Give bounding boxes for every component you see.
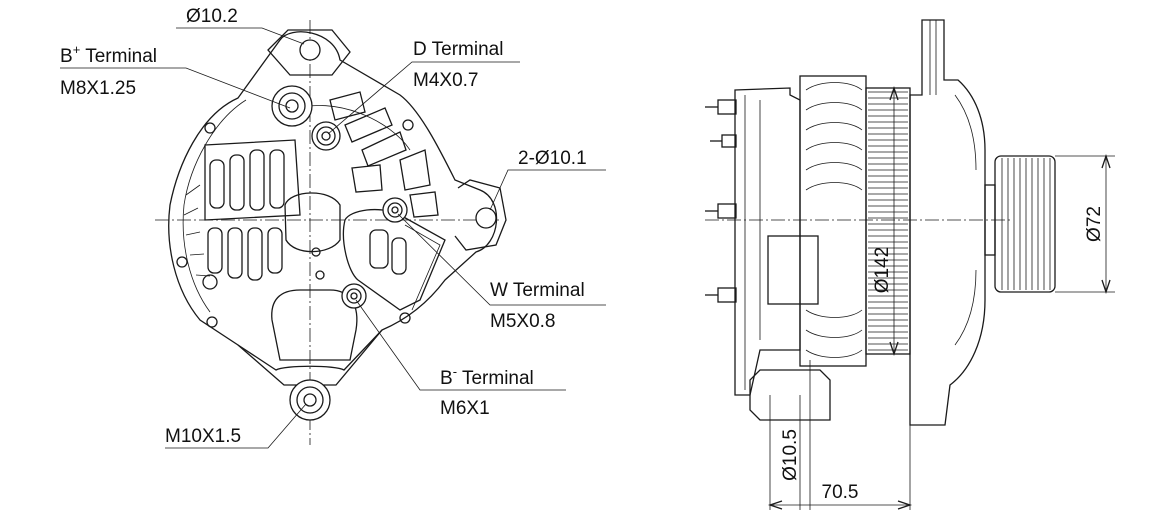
bottom-boss-ring — [296, 386, 324, 414]
top-lug-lines — [929, 20, 937, 95]
side-holes-label: 2-Ø10.1 — [518, 148, 587, 169]
bottom-pocket — [271, 289, 358, 361]
bottom-mount-label: M10X1.5 — [165, 426, 241, 447]
pulley-diameter-label: Ø72 — [1084, 206, 1105, 242]
pulley-outline — [994, 155, 1056, 293]
d-terminal-label: D Terminal — [413, 39, 503, 60]
bottom-boss — [289, 379, 331, 421]
d-terminal — [311, 121, 341, 151]
rectifier-fins — [183, 139, 301, 281]
w-terminal — [382, 197, 408, 223]
top-hole-label: Ø10.2 — [186, 6, 238, 27]
front-housing — [909, 19, 986, 426]
b-minus-thread: M6X1 — [440, 398, 490, 419]
side-mount-boss — [749, 369, 831, 421]
b-plus-thread: M8X1.25 — [60, 78, 136, 99]
w-terminal-thread: M5X0.8 — [490, 311, 555, 332]
d-terminal-thread: M4X0.7 — [413, 70, 478, 91]
top-ear — [267, 29, 351, 76]
bearing-boss — [284, 192, 341, 253]
housing-outline — [168, 31, 498, 386]
case-bolts — [176, 119, 414, 328]
b-minus-terminal — [341, 283, 367, 309]
b-plus-label: B+ Terminal — [60, 42, 157, 67]
side-view: Ø72 Ø142 Ø10.5 70.5 — [705, 19, 1115, 510]
w-terminal-label: W Terminal — [490, 280, 585, 301]
rear-housing-lines — [744, 95, 761, 390]
front-view: Ø10.2 B+ Terminal M8X1.25 D Terminal M4X… — [60, 6, 606, 449]
right-ear — [454, 179, 507, 251]
dimensions — [767, 85, 1115, 510]
side-regulator — [767, 235, 819, 305]
pulley — [994, 155, 1056, 293]
front-housing-ribs — [954, 94, 977, 346]
housing-inner-rim — [182, 99, 247, 313]
mount-offset-label: 70.5 — [822, 482, 859, 503]
top-vents — [329, 91, 439, 218]
stator-diameter-label: Ø142 — [872, 247, 893, 293]
stator-back — [799, 75, 867, 367]
stator-hatch — [868, 91, 908, 351]
b-plus-terminal — [271, 85, 313, 127]
bottom-bolt — [303, 393, 317, 407]
center-stud-2 — [315, 270, 325, 280]
regulator — [342, 164, 446, 311]
b-minus-label: B- Terminal — [440, 364, 534, 389]
bushing-diameter-label: Ø10.5 — [780, 429, 801, 481]
stator-fins — [805, 82, 863, 358]
bottom-web — [237, 329, 383, 371]
top-mount-hole — [299, 39, 321, 61]
side-mount-hole — [475, 207, 497, 229]
side-studs — [705, 99, 737, 303]
center-stud — [311, 247, 321, 257]
leader-lines — [60, 27, 606, 449]
